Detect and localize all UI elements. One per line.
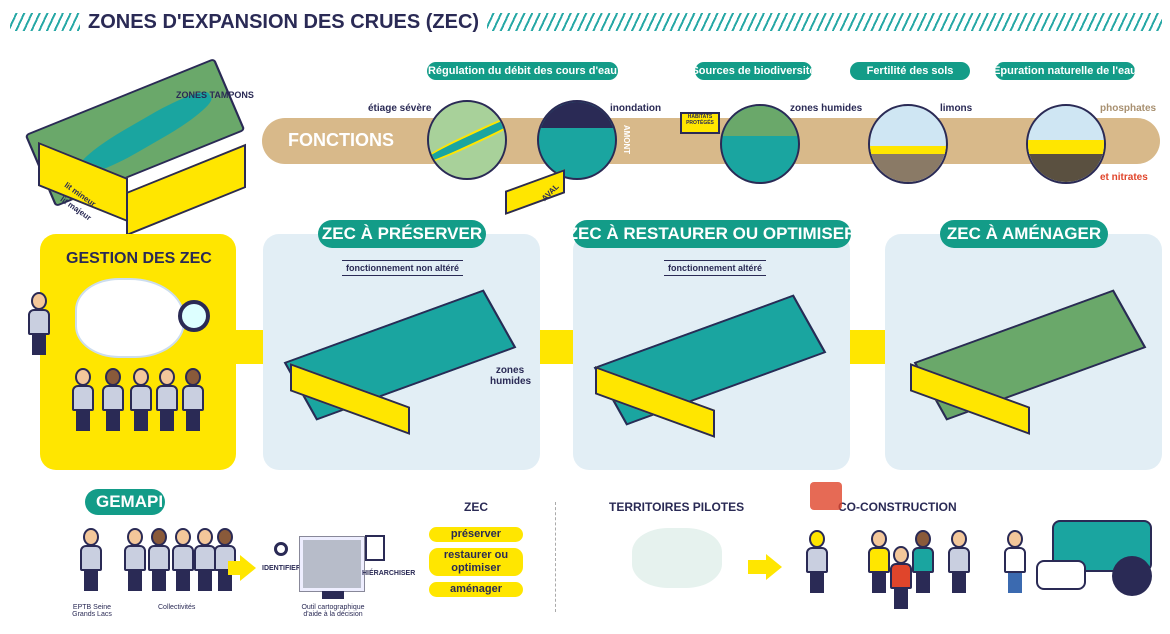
arrow-right [766,554,782,580]
zec-option-restaurer: restaurer ou optimiser [429,548,523,576]
arrow-shaft [228,561,242,575]
panel-title-amenager: ZEC À AMÉNAGER [940,220,1108,248]
pilot-territories-map [632,528,722,588]
zones-humides-note: zones humides [490,365,532,387]
section-divider [555,502,556,612]
monitor-stand [322,591,344,599]
zones-humides-label: zones humides [790,103,863,114]
basin-map-illustration [75,278,185,358]
subtitle-non-altere: fonctionnement non altéré [342,260,464,276]
etiage-label: étiage sévère [368,103,432,114]
panel-title-preserver: ZEC À PRÉSERVER [318,220,486,248]
computer-monitor-icon [299,536,365,592]
cow-illustration [1036,560,1086,590]
pill-biodiversite: Sources de biodiversité [691,62,816,80]
fonctions-label: FONCTIONS [288,130,394,150]
amont-label: AMONT [622,124,632,155]
connector [850,330,886,364]
pill-fertilite: Fertilité des sols [850,62,970,80]
magnifier-icon [178,300,210,332]
header-row: ZONES D'EXPANSION DES CRUES (ZEC) [10,8,1162,36]
identifier-label: IDENTIFIER [262,565,301,572]
zec-title: ZEC [464,500,488,514]
magnifier-icon [274,542,288,556]
zones-tampons-label: ZONES TAMPONS [176,90,254,100]
zec-option-amenager: aménager [429,582,523,597]
zec-option-preserver: préserver [429,527,523,542]
list-document-icon [365,535,385,561]
pill-epuration: Épuration naturelle de l'eau [993,62,1137,80]
limons-label: limons [940,103,973,114]
habitats-sign: HABITATS PROTÉGÉS [680,112,720,134]
biodiversite-circle-illustration [720,104,800,184]
territoires-title: TERRITOIRES PILOTES [609,500,745,514]
eptb-person [28,292,50,355]
title-stripes-right [487,13,1162,31]
connector [236,330,264,364]
gestion-title: GESTION DES ZEC [66,250,212,267]
coconstruction-title: CO-CONSTRUCTION [838,500,957,514]
etiage-circle-illustration [427,100,507,180]
limons-circle-illustration [868,104,948,184]
title-stripes-left [10,13,80,31]
gemapi-bubble [85,489,165,515]
gemapi-label: GEMAPI [96,492,164,511]
puzzle-icon [810,482,842,510]
connector [540,330,574,364]
collectivites-label: Collectivités [158,604,196,611]
epuration-circle-illustration [1026,104,1106,184]
subtitle-altere: fonctionnement altéré [664,260,767,276]
eptb-label: EPTB Seine Grands Lacs [72,604,112,618]
panel-title-restaurer: ZEC À RESTAURER OU OPTIMISER [568,220,856,248]
outil-label: Outil cartographique d'aide à la décisio… [301,604,365,618]
arrow-right [240,555,256,581]
phosphates-label: phosphates [1100,103,1157,114]
arrow-shaft [748,560,768,574]
nitrates-label: et nitrates [1100,172,1148,183]
page-title: ZONES D'EXPANSION DES CRUES (ZEC) [88,11,480,33]
inondation-label: inondation [610,103,662,114]
tractor-wheel [1112,556,1152,596]
hierarchiser-label: HIÉRARCHISER [362,570,416,577]
inondation-circle-illustration [537,100,617,180]
pill-regulation: Régulation du débit des cours d'eau [427,62,618,80]
